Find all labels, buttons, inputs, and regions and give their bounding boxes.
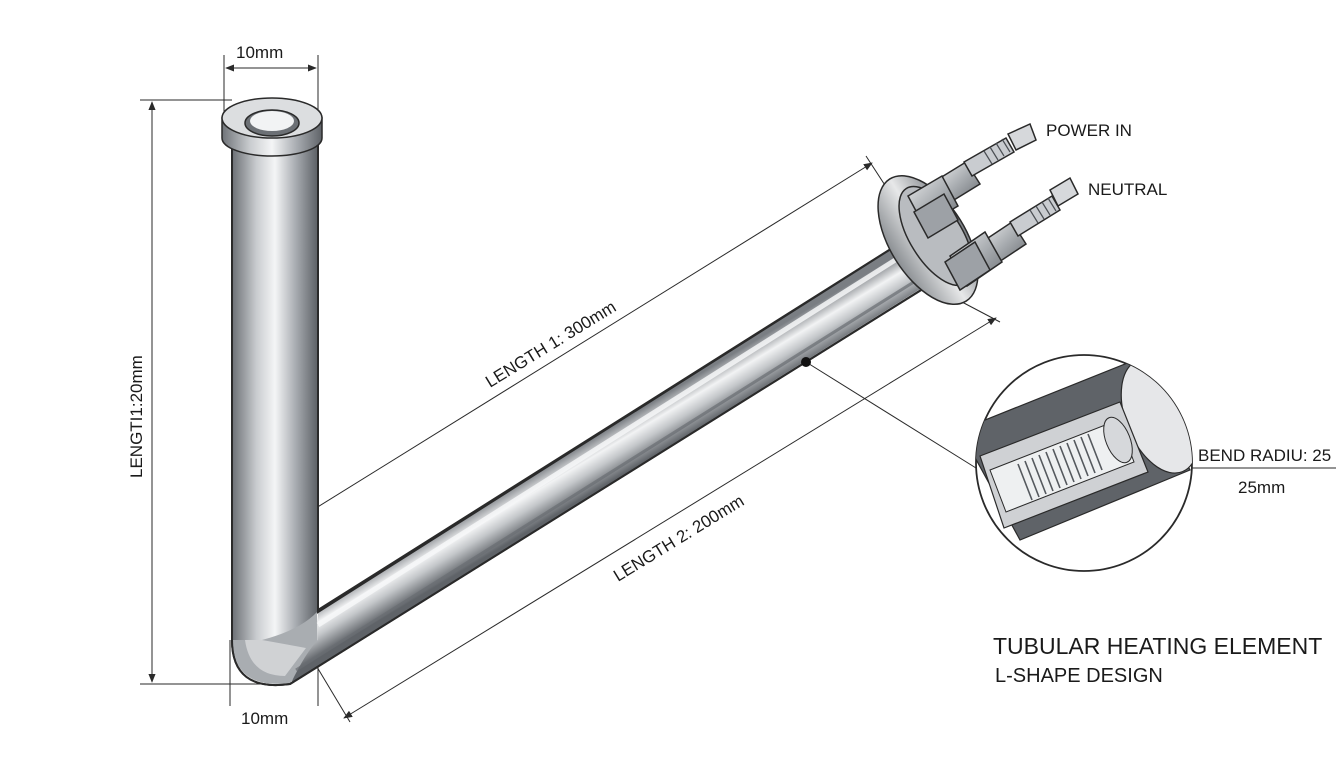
bend-radius-value: 25mm (1238, 478, 1285, 497)
detail-view (975, 354, 1193, 572)
tube-body (221, 97, 952, 686)
detail-point (801, 357, 811, 367)
neutral-terminal-stud (944, 176, 1079, 292)
terminal-assembly (877, 122, 1079, 306)
power-terminal-stud (906, 122, 1037, 240)
dimension-lines (140, 55, 1336, 723)
vertical-length-label: LENGTI1:20mm (127, 355, 146, 478)
power-in-label: POWER IN (1046, 121, 1132, 140)
bottom-width-label: 10mm (241, 709, 288, 728)
length-2-label: LENGTH 2: 200mm (610, 491, 747, 585)
top-width-label: 10mm (236, 43, 283, 62)
length-1-label: LENGTH 1: 300mm (482, 297, 619, 391)
heating-coil (1017, 433, 1103, 501)
bend-radius-label: BEND RADIU: 25 (1198, 446, 1331, 465)
diagram-title: TUBULAR HEATING ELEMENT (993, 633, 1322, 659)
diagram-subtitle: L-SHAPE DESIGN (995, 665, 1163, 687)
neutral-label: NEUTRAL (1088, 180, 1167, 199)
